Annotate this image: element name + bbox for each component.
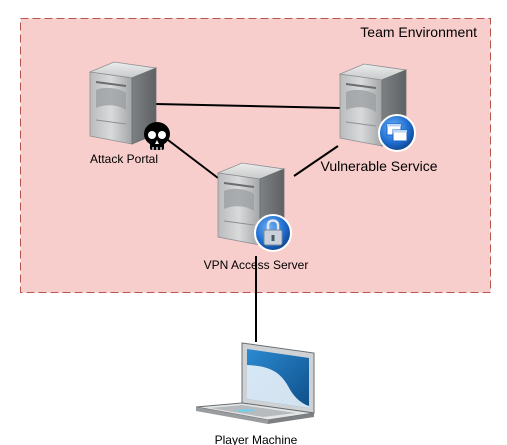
zone-label: Team Environment — [360, 24, 477, 40]
link-attack-portal-vulnerable-service — [155, 103, 341, 109]
link-attack-portal-vpn-server — [167, 139, 219, 179]
vulnerable-service-label: Vulnerable Service — [321, 158, 438, 174]
vulnerable-service-node[interactable]: Vulnerable Service — [321, 63, 438, 174]
team-environment-zone — [20, 18, 491, 293]
link-vpn-server-vulnerable-service — [293, 145, 339, 177]
player-machine-node[interactable]: Player Machine — [195, 342, 315, 445]
lock-badge-icon — [254, 214, 292, 252]
attack-portal-label: Attack Portal — [90, 152, 158, 166]
skull-icon — [144, 122, 170, 150]
windows-badge-icon — [378, 114, 416, 152]
player-machine-label: Player Machine — [215, 433, 298, 445]
vpn-server-node[interactable]: VPN Access Server — [204, 162, 309, 272]
vpn-server-label: VPN Access Server — [204, 258, 309, 272]
laptop-icon — [195, 342, 315, 424]
attack-portal-node[interactable]: Attack Portal — [89, 61, 170, 166]
